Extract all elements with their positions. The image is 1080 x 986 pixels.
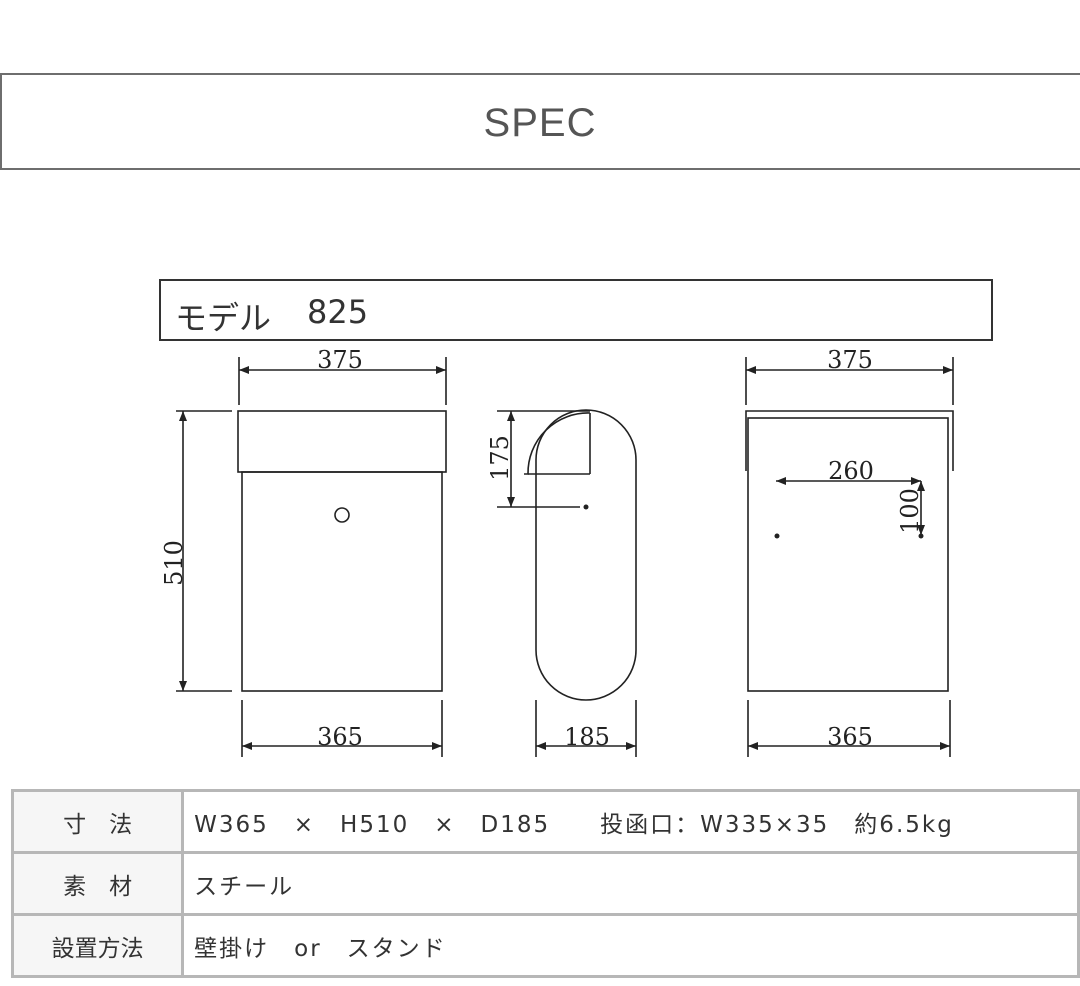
dim-back-hole-spacing-h: 260 [828, 457, 874, 485]
front-lock-hole [334, 507, 350, 523]
model-number: 825 [307, 293, 369, 331]
spec-row-material: 素 材 スチール [14, 854, 1077, 913]
dim-back-hole-spacing-v: 100 [896, 488, 924, 534]
side-view [497, 409, 637, 757]
spec-row-installation: 設置方法 壁掛け or スタンド [14, 916, 1077, 975]
spec-key-dimensions: 寸 法 [14, 792, 182, 851]
dim-back-bottom-width: 365 [827, 723, 873, 751]
spec-value-installation: 壁掛け or スタンド [184, 916, 1077, 975]
spec-value-dimensions: W365 × H510 × D185 投函口：W335×35 約6.5kg [184, 792, 1077, 851]
spec-table: 寸 法 W365 × H510 × D185 投函口：W335×35 約6.5k… [11, 789, 1080, 978]
spec-key-installation: 設置方法 [14, 916, 182, 975]
spec-header-bar: SPEC [0, 73, 1080, 170]
front-lid [237, 410, 447, 473]
dim-side-top-height: 175 [486, 435, 514, 481]
side-mount-dot [583, 504, 589, 510]
side-body [535, 409, 637, 701]
model-title-box: モデル 825 [159, 279, 993, 341]
back-hole-dot-right [918, 533, 924, 539]
front-body [241, 471, 443, 692]
front-view [176, 357, 447, 757]
spec-title: SPEC [483, 101, 597, 145]
dim-front-height: 510 [160, 540, 188, 586]
spec-value-material: スチール [184, 854, 1077, 913]
spec-row-dimensions: 寸 法 W365 × H510 × D185 投函口：W335×35 約6.5k… [14, 792, 1077, 851]
dim-front-bottom-width: 365 [317, 723, 363, 751]
model-label: モデル [175, 299, 272, 337]
dim-front-top-width: 375 [317, 346, 363, 374]
back-view [745, 357, 954, 757]
spec-key-material: 素 材 [14, 854, 182, 913]
back-hole-dot-left [774, 533, 780, 539]
back-body [747, 417, 949, 692]
dim-back-top-width: 375 [827, 346, 873, 374]
dim-side-depth: 185 [564, 723, 610, 751]
